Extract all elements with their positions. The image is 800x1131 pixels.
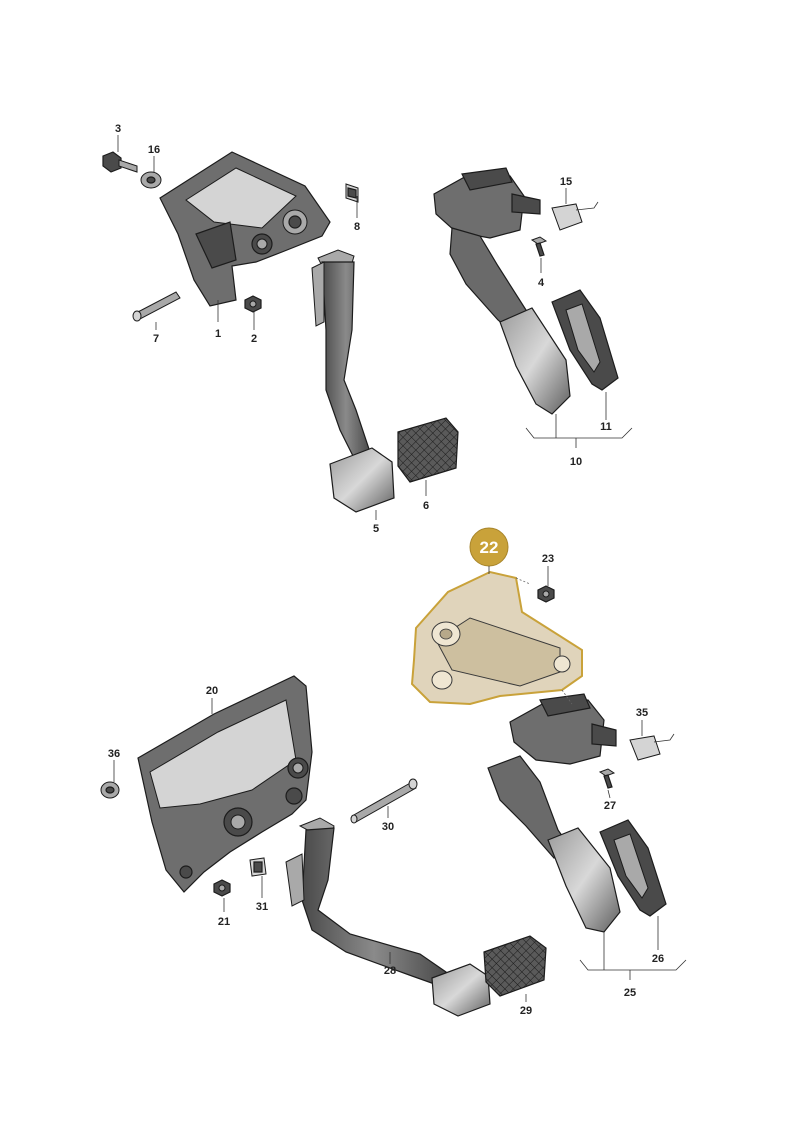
spacer-part-16	[140, 171, 162, 189]
part-label-31: 31	[256, 901, 268, 913]
part-label-6: 6	[423, 500, 429, 512]
screw-part-4	[530, 236, 548, 257]
screw-part-27	[598, 768, 616, 789]
nut-part-2	[244, 295, 262, 313]
pad-cover-part-6	[397, 417, 459, 483]
part-label-11: 11	[600, 421, 612, 433]
part-label-25: 25	[624, 987, 636, 999]
pedal-cover-part-26	[599, 819, 667, 917]
connector-part-15	[551, 201, 599, 231]
clip-part-8	[345, 183, 359, 203]
pin-part-7	[132, 291, 181, 322]
spacer-part-36	[100, 781, 120, 799]
accelerator-module-part-25	[487, 693, 621, 933]
part-label-5: 5	[373, 523, 379, 535]
part-label-15: 15	[560, 176, 572, 188]
part-label-23: 23	[542, 553, 554, 565]
part-label-8: 8	[354, 221, 360, 233]
part-label-27: 27	[604, 800, 616, 812]
clip-part-31	[249, 857, 267, 877]
part-label-20: 20	[206, 685, 218, 697]
bracket-part-20	[137, 675, 313, 893]
part-label-35: 35	[636, 707, 648, 719]
part-label-30: 30	[382, 821, 394, 833]
accelerator-module-part-10	[433, 167, 571, 415]
nut-part-21	[213, 879, 231, 897]
pin-part-30	[350, 778, 418, 824]
part-label-26: 26	[652, 953, 664, 965]
nut-part-23	[537, 585, 555, 603]
leader-lines	[113, 135, 687, 1002]
part-labels: 3 16 8 15 4 7 1 2 11 10 6 5 23 20 35 36 …	[108, 123, 664, 1017]
part-label-2: 2	[251, 333, 257, 345]
part-label-7: 7	[153, 333, 159, 345]
part-label-3: 3	[115, 123, 121, 135]
pedal-part-28	[285, 817, 491, 1017]
highlight-label: 22	[480, 538, 499, 557]
connector-part-35	[629, 733, 675, 761]
part-label-36: 36	[108, 748, 120, 760]
part-label-4: 4	[538, 277, 545, 289]
part-label-21: 21	[218, 916, 230, 928]
bracket-part-1	[159, 151, 331, 307]
pad-cover-part-29	[483, 935, 547, 997]
highlight-badge-22: 22	[469, 527, 509, 567]
bolt-part-3	[102, 151, 138, 173]
pedal-cover-part-11	[551, 289, 619, 391]
part-label-28: 28	[384, 965, 396, 977]
part-label-10: 10	[570, 456, 582, 468]
part-label-16: 16	[148, 144, 160, 156]
highlighted-bracket-part-22	[410, 570, 583, 706]
part-label-1: 1	[215, 328, 221, 340]
pedal-part-5	[311, 249, 395, 513]
part-label-29: 29	[520, 1005, 532, 1017]
